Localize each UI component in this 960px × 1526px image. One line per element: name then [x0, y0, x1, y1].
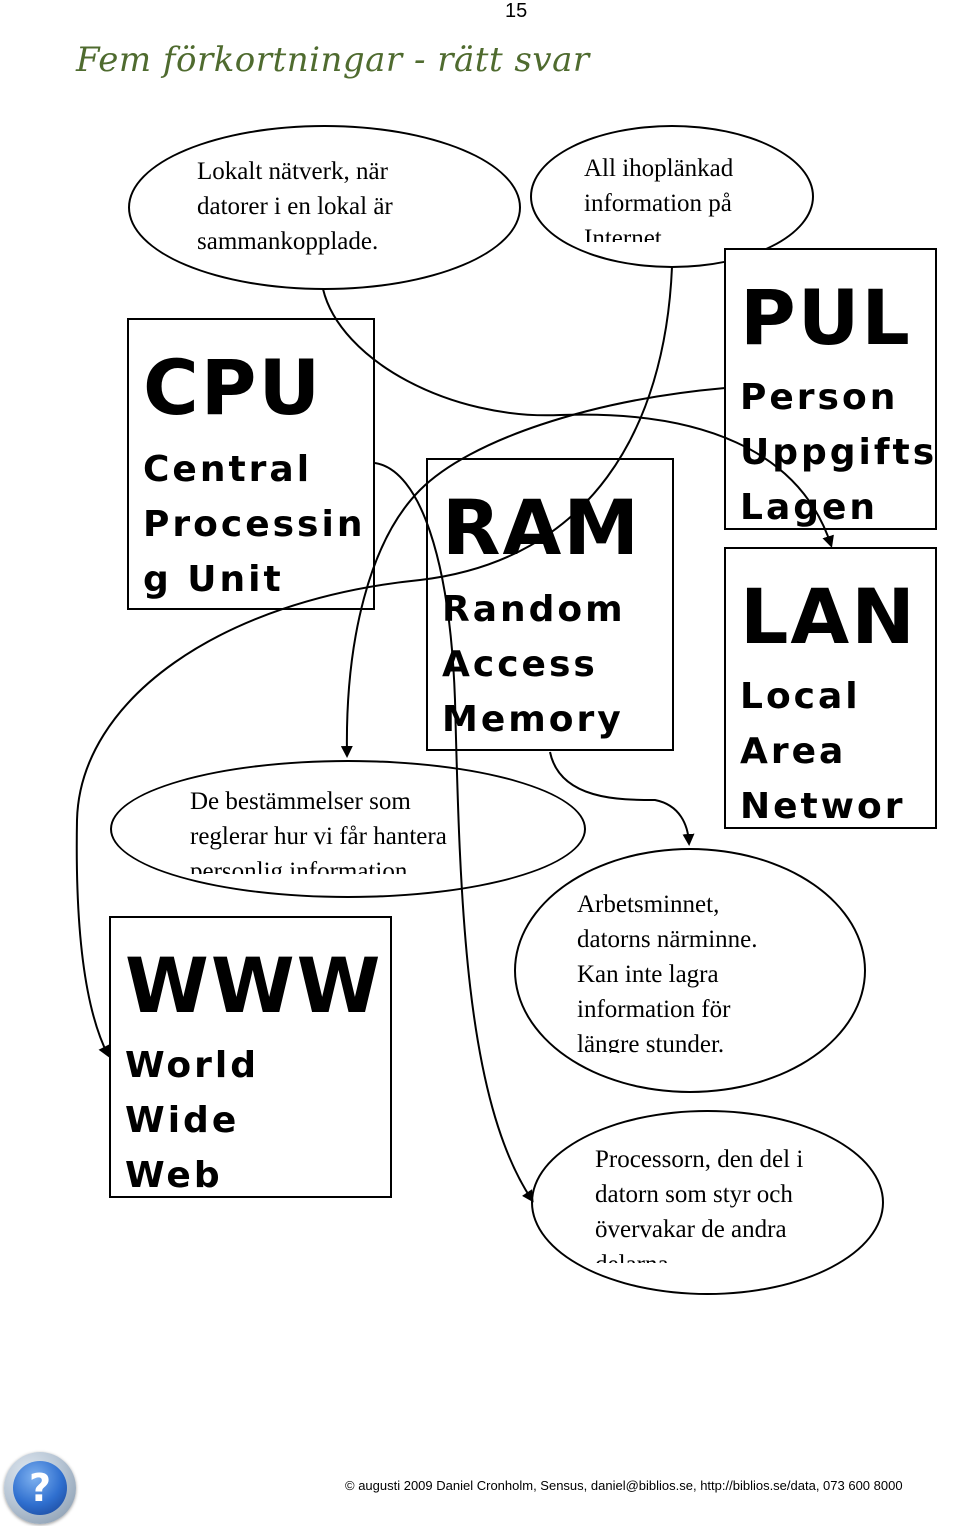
definition-lan-text: Lokalt nätverk, när datorer i en lokal ä… [197, 158, 393, 255]
help-icon[interactable]: ? [4, 1452, 76, 1524]
page-number: 15 [505, 0, 528, 22]
term-lan-abbr: LAN [740, 572, 917, 661]
definition-cpu-bubble [531, 1110, 884, 1295]
term-ram-box: RAM Random Access Memory [426, 458, 674, 751]
term-pul-abbr: PUL [740, 273, 912, 362]
page-title: Fem förkortningar - rätt svar [76, 40, 590, 80]
definition-www-text: All ihoplänkad information på Internet. [584, 155, 734, 242]
term-cpu-expansion: Central Processin g Unit [143, 449, 366, 600]
term-cpu-abbr: CPU [143, 343, 323, 432]
definition-ram-text: Arbetsminnet, datorns närminne. Kan inte… [577, 891, 758, 1053]
question-mark-icon: ? [13, 1461, 67, 1515]
term-www-box: WWW World Wide Web [109, 916, 392, 1198]
term-lan-box: LAN Local Area Networ [724, 547, 937, 829]
footer-copyright: © augusti 2009 Daniel Cronholm, Sensus, … [345, 1478, 903, 1493]
term-www-abbr: WWW [125, 941, 383, 1030]
term-lan-expansion: Local Area Networ [740, 676, 906, 827]
term-pul-expansion: Person Uppgifts Lagen [740, 377, 937, 528]
term-ram-expansion: Random Access Memory [442, 589, 626, 740]
term-ram-abbr: RAM [442, 483, 641, 572]
definition-pul-text: De bestämmelser som reglerar hur vi får … [190, 788, 447, 874]
term-cpu-box: CPU Central Processin g Unit [127, 318, 375, 610]
term-pul-box: PUL Person Uppgifts Lagen [724, 248, 937, 530]
definition-www-bubble [530, 125, 814, 268]
definition-cpu-text: Processorn, den del i datorn som styr oc… [595, 1146, 804, 1263]
term-www-expansion: World Wide Web [125, 1045, 260, 1196]
definition-lan-bubble [128, 125, 521, 290]
